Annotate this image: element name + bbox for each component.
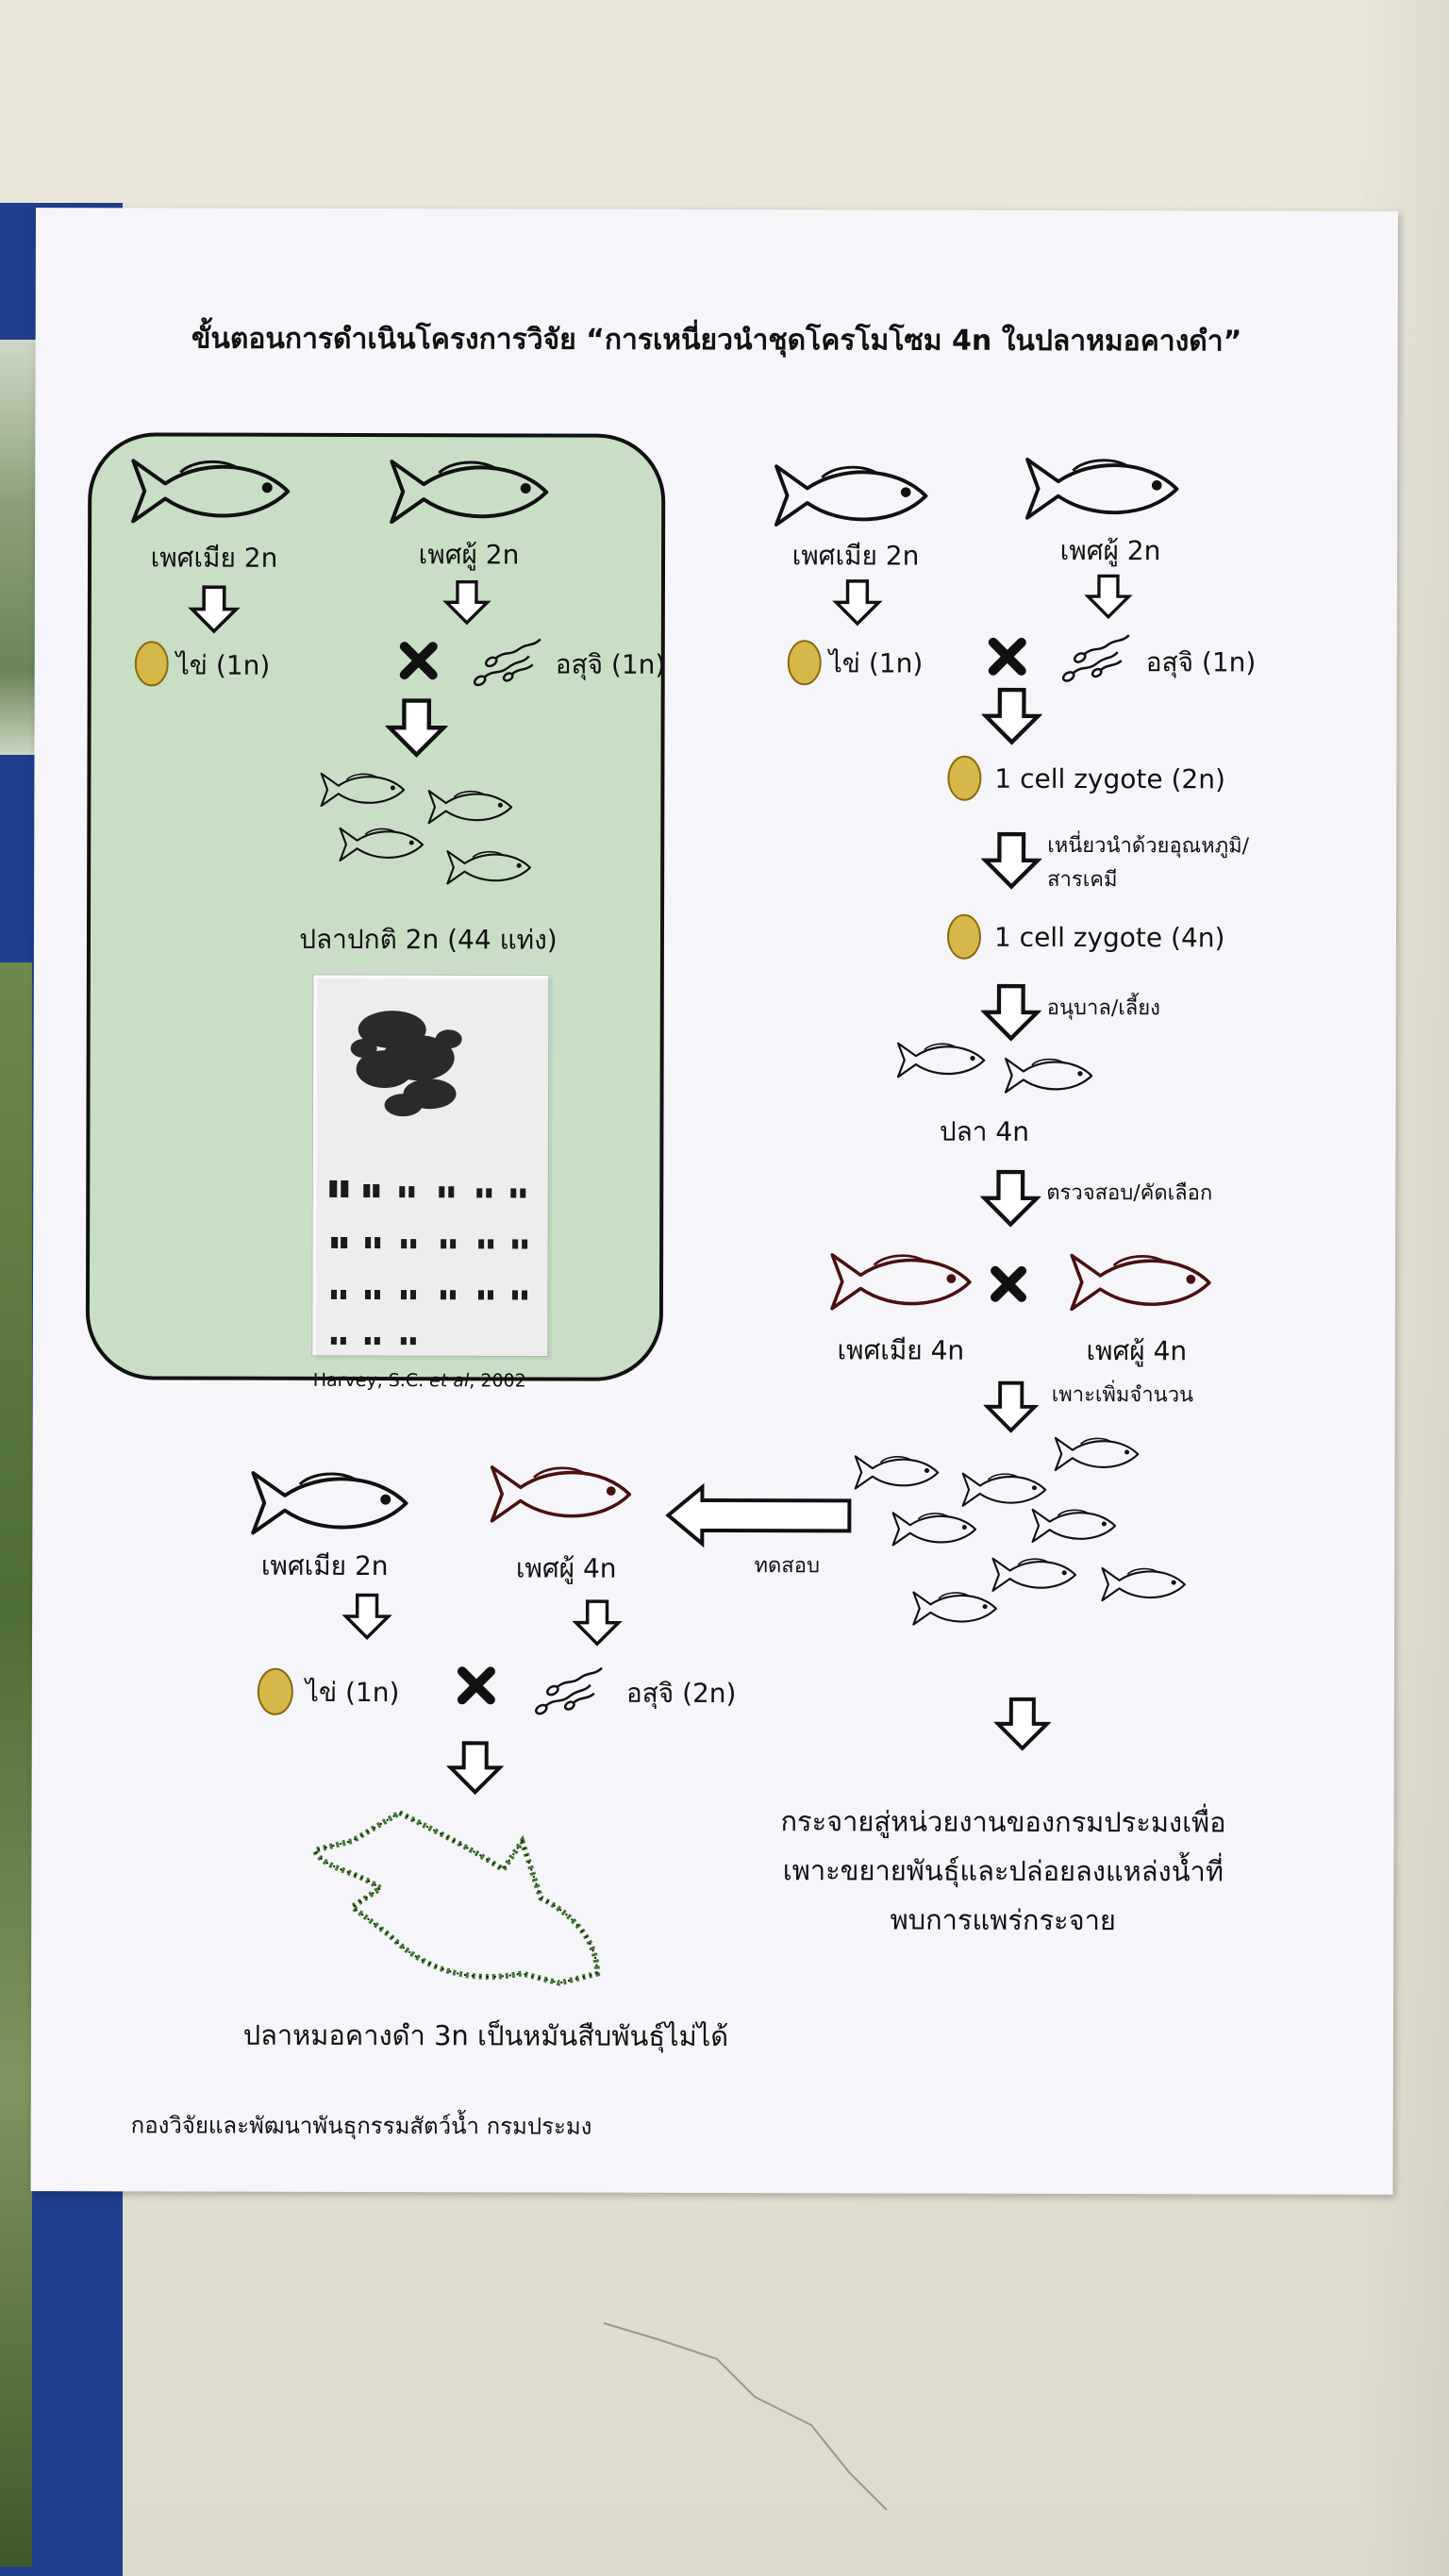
cross-icon	[457, 1666, 495, 1705]
test-label: ทดสอบ	[755, 1554, 820, 1578]
egg-icon	[947, 755, 982, 801]
egg-icon	[946, 913, 981, 960]
left-female-label: เพศเมีย 2n	[151, 542, 278, 573]
karyotype-image	[311, 974, 553, 1361]
left-sperm-label: อสุจิ (1n)	[556, 649, 666, 681]
bottom-egg-label: ไข่ (1n)	[304, 1677, 400, 1708]
sperm-icon	[533, 1666, 604, 1717]
fish-icon	[961, 1472, 1047, 1508]
fish-icon	[1024, 457, 1179, 521]
left-result-label: ปลาปกติ 2n (44 แท่ง)	[299, 924, 558, 956]
cross-icon	[990, 1265, 1027, 1302]
nurse-label: อนุบาล/เลี้ยง	[1047, 993, 1160, 1020]
window-glass-lower	[0, 962, 32, 2567]
poster-diagram: ขั้นตอนการดำเนินโครงการวิจัย “การเหนี่ยว…	[85, 317, 1257, 2141]
cross-icon	[399, 642, 438, 680]
distribution-line3: พบการแพร่กระจาย	[891, 1903, 1116, 1936]
fish-icon	[896, 1042, 986, 1079]
fish-icon	[854, 1455, 940, 1490]
induce-label-line1: เหนี่ยวนำด้วยอุณหภูมิ/	[1047, 830, 1249, 859]
bottom-sperm-label: อสุจิ (2n)	[626, 1678, 737, 1710]
fish-icon	[1031, 1508, 1117, 1544]
check-label: ตรวจสอบ/คัดเลือก	[1046, 1181, 1212, 1205]
left-male-label: เพศผู้ 2n	[419, 539, 520, 571]
breed-label: เพาะเพิ่มจำนวน	[1052, 1380, 1193, 1407]
research-poster: ขั้นตอนการดำเนินโครงการวิจัย “การเหนี่ยว…	[30, 208, 1398, 2195]
egg-icon	[134, 641, 169, 687]
fish-icon	[1004, 1057, 1093, 1094]
fish-icon	[1101, 1566, 1187, 1602]
arrow-down-icon	[574, 1599, 621, 1647]
triploid-fish-icon	[310, 1809, 601, 1986]
arrow-down-icon	[987, 1383, 1034, 1430]
egg-icon	[787, 640, 822, 686]
right-male-label: เพศผู้ 2n	[1060, 535, 1161, 567]
distribution-line2: เพาะขยายพันธุ์และปล่อยลงแหล่งน้ำที่	[783, 1850, 1224, 1888]
fish-icon	[891, 1512, 977, 1547]
arrow-down-icon	[985, 986, 1038, 1039]
fish-icon	[490, 1465, 632, 1524]
fish-4n-label: ปลา 4n	[940, 1116, 1029, 1147]
arrow-down-icon	[986, 690, 1039, 743]
zygote-2n-label: 1 cell zygote (2n)	[994, 763, 1225, 795]
poster-footer: กองวิจัยและพัฒนาพันธุกรรมสัตว์น้ำ กรมประ…	[131, 2108, 592, 2140]
fish-icon	[251, 1471, 408, 1535]
arrow-left-icon	[665, 1482, 852, 1548]
right-egg-label: ไข่ (1n)	[827, 647, 924, 678]
fish-icon	[912, 1591, 997, 1626]
bottom-male-label: เพศผู้ 4n	[516, 1552, 617, 1584]
sperm-icon	[1060, 633, 1131, 684]
distribution-line1: กระจายสู่หน่วยงานของกรมประมงเพื่อ	[780, 1802, 1225, 1839]
fish-icon	[991, 1557, 1077, 1593]
left-egg-label: ไข่ (1n)	[175, 649, 271, 680]
male-4n-label: เพศผู้ 4n	[1086, 1335, 1187, 1367]
arrow-down-icon	[834, 578, 881, 626]
arrow-down-icon	[985, 834, 1038, 887]
arrow-down-icon	[998, 1699, 1047, 1748]
cross-icon	[988, 637, 1026, 676]
arrow-down-icon	[1086, 574, 1131, 619]
fish-icon	[1070, 1253, 1211, 1312]
right-female-label: เพศเมีย 2n	[792, 540, 920, 571]
bottom-result-label: ปลาหมอคางดำ 3n เป็นหมันสืบพันธุ์ไม่ได้	[243, 2018, 729, 2053]
fish-icon	[1054, 1436, 1140, 1472]
citation: Harvey, S.C. et al, 2002	[313, 1370, 526, 1392]
egg-icon	[257, 1667, 293, 1715]
arrow-down-icon	[451, 1743, 500, 1792]
female-4n-label: เพศเมีย 4n	[837, 1334, 964, 1365]
arrow-down-icon	[984, 1172, 1037, 1225]
fish-icon	[774, 464, 928, 527]
right-sperm-label: อสุจิ (1n)	[1146, 646, 1257, 678]
induce-label-line2: สารเคมี	[1047, 868, 1117, 892]
zygote-4n-label: 1 cell zygote (4n)	[994, 922, 1225, 954]
fish-school	[854, 1436, 1187, 1626]
poster-title: ขั้นตอนการดำเนินโครงการวิจัย “การเหนี่ยว…	[192, 317, 1242, 360]
fish-icon	[830, 1253, 972, 1311]
bottom-female-label: เพศเมีย 2n	[261, 1550, 389, 1581]
arrow-down-icon	[343, 1593, 391, 1640]
